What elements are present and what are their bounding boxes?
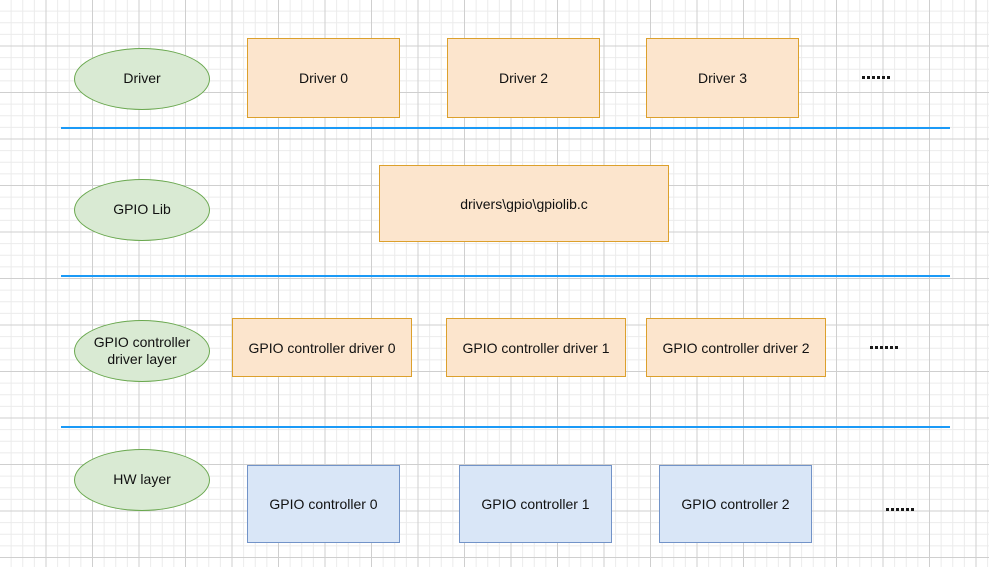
box-gpio-controller-driver-2[interactable]: GPIO controller driver 2 <box>646 318 826 377</box>
box-driver-2[interactable]: Driver 2 <box>447 38 600 118</box>
ellipsis-dot <box>906 508 909 511</box>
box-gpio-controller-driver-2-label: GPIO controller driver 2 <box>662 339 810 356</box>
ellipsis-dot <box>886 508 889 511</box>
ellipsis-hw-row <box>886 508 914 511</box>
layer-label-driver: Driver <box>74 48 210 110</box>
ellipsis-dot <box>877 76 880 79</box>
box-gpio-controller-2[interactable]: GPIO controller 2 <box>659 465 812 543</box>
ellipsis-dot <box>891 508 894 511</box>
box-driver-0[interactable]: Driver 0 <box>247 38 400 118</box>
ellipsis-dot <box>896 508 899 511</box>
layer-label-gpio-controller-driver-layer: GPIO controller driver layer <box>74 320 210 382</box>
box-driver-3-label: Driver 3 <box>697 70 747 86</box>
ellipsis-dot <box>911 508 914 511</box>
box-gpio-controller-driver-1-label: GPIO controller driver 1 <box>462 339 610 356</box>
ellipsis-dot <box>887 76 890 79</box>
ellipsis-dot <box>895 346 898 349</box>
box-driver-3[interactable]: Driver 3 <box>646 38 799 118</box>
layer-label-hw-layer-text: HW layer <box>113 471 171 488</box>
box-gpiolib-source[interactable]: drivers\gpio\gpiolib.c <box>379 165 669 242</box>
layer-label-gpio-lib-text: GPIO Lib <box>113 201 171 218</box>
box-gpiolib-source-label: drivers\gpio\gpiolib.c <box>460 195 588 212</box>
ellipsis-dot <box>862 76 865 79</box>
ellipsis-dot <box>901 508 904 511</box>
divider-gpiolib-controllerdriver <box>61 275 950 277</box>
layer-label-hw-layer: HW layer <box>74 449 210 511</box>
box-gpio-controller-0[interactable]: GPIO controller 0 <box>247 465 400 543</box>
box-gpio-controller-1[interactable]: GPIO controller 1 <box>459 465 612 543</box>
box-gpio-controller-2-label: GPIO controller 2 <box>681 496 790 512</box>
ellipsis-dot <box>880 346 883 349</box>
layer-label-gpio-controller-driver-layer-text: GPIO controller driver layer <box>94 334 190 369</box>
ellipsis-controller-driver-row <box>870 346 898 349</box>
box-gpio-controller-driver-1[interactable]: GPIO controller driver 1 <box>446 318 626 377</box>
ellipsis-dot <box>890 346 893 349</box>
ellipsis-dot <box>885 346 888 349</box>
box-driver-2-label: Driver 2 <box>498 70 548 86</box>
ellipsis-dot <box>882 76 885 79</box>
divider-controllerdriver-hw <box>61 426 950 428</box>
layer-label-line-2: driver layer <box>107 351 177 367</box>
box-gpio-controller-1-label: GPIO controller 1 <box>481 496 590 512</box>
box-gpio-controller-driver-0[interactable]: GPIO controller driver 0 <box>232 318 412 377</box>
box-driver-0-label: Driver 0 <box>298 70 348 86</box>
layer-label-gpio-lib: GPIO Lib <box>74 179 210 241</box>
ellipsis-driver-row <box>862 76 890 79</box>
ellipsis-dot <box>875 346 878 349</box>
box-gpio-controller-0-label: GPIO controller 0 <box>269 496 378 512</box>
ellipsis-dot <box>867 76 870 79</box>
layer-label-line-1: GPIO controller <box>93 333 191 350</box>
ellipsis-dot <box>872 76 875 79</box>
box-gpio-controller-driver-0-label: GPIO controller driver 0 <box>248 339 396 356</box>
divider-driver-gpiolib <box>61 127 950 129</box>
layer-label-driver-text: Driver <box>123 70 161 87</box>
ellipsis-dot <box>870 346 873 349</box>
